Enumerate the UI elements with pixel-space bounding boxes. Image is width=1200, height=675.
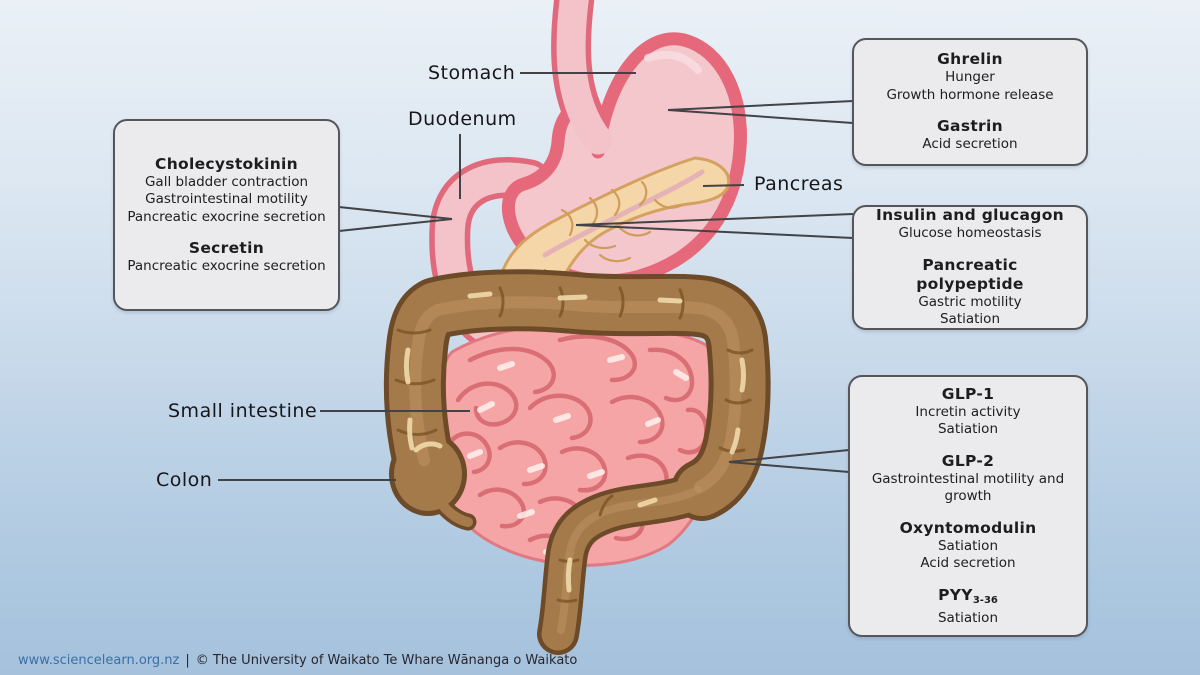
hormone-name: Insulin and glucagon — [876, 206, 1064, 225]
pointer-wedge-glp-box — [728, 449, 850, 473]
hormone-name: Ghrelin — [937, 50, 1003, 69]
hormone-effect: Satiation — [937, 537, 999, 554]
hormone-group: Ghrelin Hunger Growth hormone release — [866, 50, 1074, 104]
hormone-group: Insulin and glucagon Glucose homeostasis — [866, 206, 1074, 243]
pointer-lines — [218, 72, 854, 481]
hormone-group: Secretin Pancreatic exocrine secretion — [127, 239, 326, 276]
hormone-name: GLP-1 — [941, 384, 995, 403]
hormone-effect: Satiation — [937, 609, 999, 626]
hormone-name-subscript: 3-36 — [972, 594, 998, 606]
hormone-effect: Pancreatic exocrine secretion — [127, 208, 326, 225]
hormone-effect: Hunger — [945, 69, 995, 86]
hormone-effect: Glucose homeostasis — [898, 225, 1042, 242]
hormone-name: PYY3-36 — [938, 585, 998, 606]
pointer-wedge-cholecystokinin-box — [338, 206, 453, 232]
hormone-group: GLP-2 Gastrointestinal motility and grow… — [862, 452, 1074, 506]
hormone-group: Oxyntomodulin Satiation Acid secretion — [862, 519, 1074, 573]
hormone-group: Pancreatic polypeptide Gastric motility … — [866, 256, 1074, 329]
esophagus-lumen — [556, 0, 613, 155]
label-duodenum: Duodenum — [408, 108, 517, 130]
hormone-effect: Satiation — [937, 421, 999, 438]
sciencelearn-link[interactable]: www.sciencelearn.org.nz — [18, 653, 180, 668]
hormone-name: Gastrin — [937, 117, 1003, 136]
hormone-effect: Gastrointestinal motility — [145, 191, 308, 207]
callout-stomach-hormones: Ghrelin Hunger Growth hormone release Ga… — [852, 38, 1088, 166]
pointer-line-pancreas — [702, 184, 745, 187]
callout-duodenum-hormones: Cholecystokinin Gall bladder contraction… — [113, 119, 340, 311]
pointer-wedge-ghrelin-box — [667, 100, 854, 124]
label-stomach: Stomach — [428, 62, 516, 84]
hormone-effect: Acid secretion — [920, 555, 1016, 572]
callout-pancreas-hormones: Insulin and glucagon Glucose homeostasis… — [852, 205, 1088, 330]
hormone-effect: Gall bladder contraction — [144, 173, 309, 190]
callout-intestine-hormones: GLP-1 Incretin activity Satiation GLP-2 … — [848, 375, 1088, 637]
hormone-effect: Gastric motility — [918, 293, 1022, 310]
hormone-name: Pancreatic polypeptide — [916, 255, 1024, 293]
footer-copyright: © The University of Waikato Te Whare Wān… — [195, 653, 578, 668]
pointer-wedge-insulin-box — [575, 213, 854, 239]
hormone-group: GLP-1 Incretin activity Satiation — [862, 385, 1074, 439]
hormone-name: Cholecystokinin — [155, 154, 298, 173]
label-small-intestine: Small intestine — [168, 400, 318, 422]
hormone-name: Secretin — [188, 239, 265, 257]
hormone-name: Oxyntomodulin — [899, 518, 1037, 537]
hormone-effect: Pancreatic exocrine secretion — [127, 258, 326, 274]
label-colon: Colon — [156, 469, 213, 491]
hormone-effect: Incretin activity — [915, 403, 1021, 420]
hormone-effect: Acid secretion — [922, 136, 1018, 153]
hormone-group: Gastrin Acid secretion — [866, 117, 1074, 154]
hormone-effect: Gastrointestinal motility and growth — [871, 470, 1065, 505]
label-pancreas: Pancreas — [754, 173, 844, 195]
hormone-effect: Satiation — [939, 311, 1001, 328]
hormone-effect: Growth hormone release — [886, 86, 1054, 103]
colon-shape — [383, 269, 771, 655]
footer-separator: | — [185, 653, 190, 668]
hormone-name: GLP-2 — [941, 451, 995, 470]
hormone-group: PYY3-36 Satiation — [862, 586, 1074, 628]
footer-attribution: www.sciencelearn.org.nz | © The University… — [18, 653, 577, 668]
hormone-group: Cholecystokinin Gall bladder contraction… — [127, 155, 326, 227]
